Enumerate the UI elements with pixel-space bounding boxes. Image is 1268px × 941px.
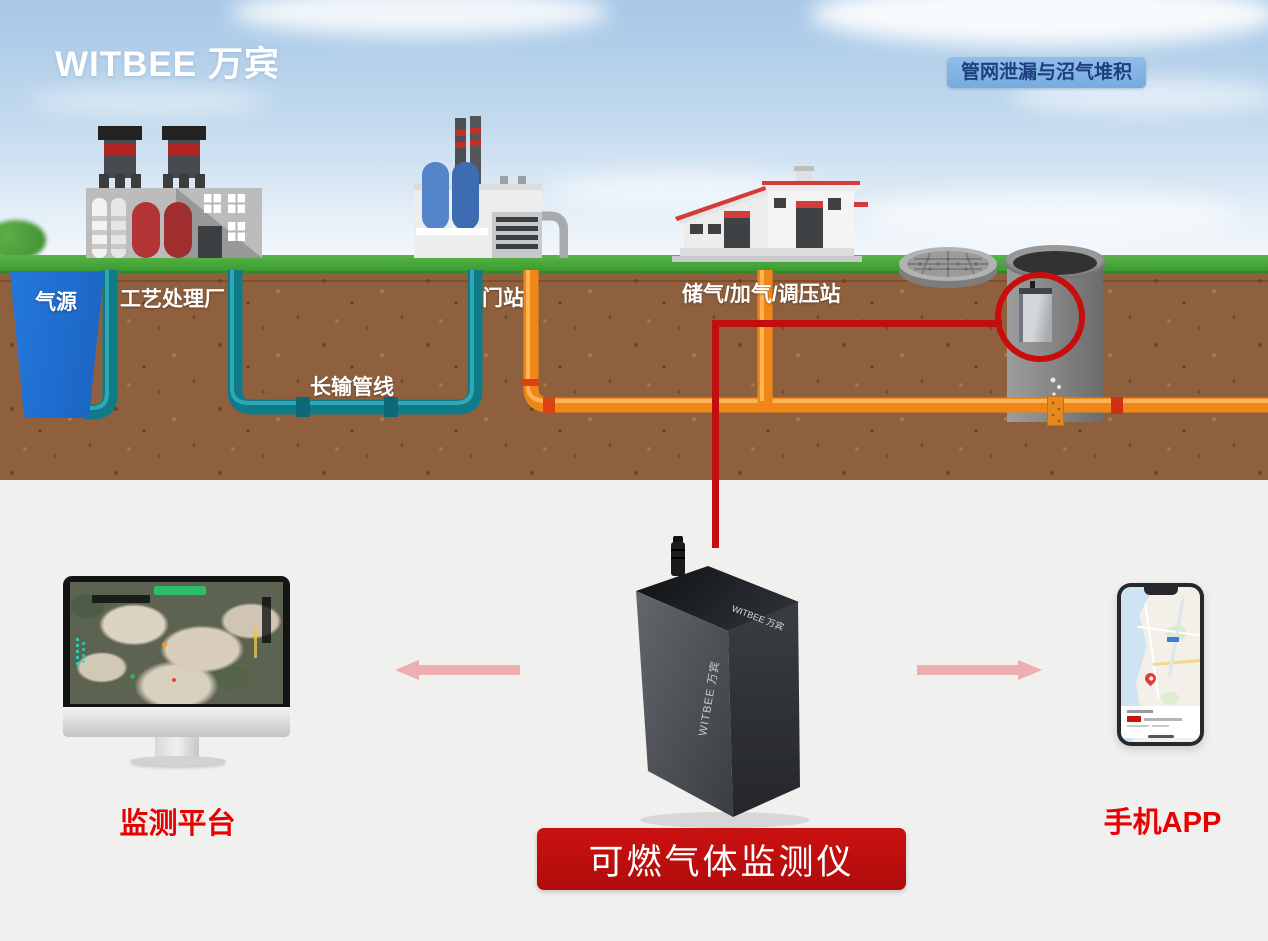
scenario-badge: 管网泄漏与沼气堆积 [947,57,1147,88]
card-text-bar [1127,725,1149,727]
monitor-stand-neck [155,737,199,757]
map-road [1136,626,1200,637]
phone-screen-map [1121,587,1200,742]
label-long-pipeline: 长输管线 [310,376,394,399]
manhole-cover [899,247,997,288]
pipe-valves [522,379,1123,414]
arrow-right-icon [917,660,1042,680]
label-process-plant: 工艺处理厂 [120,288,225,311]
screen-badge [154,586,206,595]
monitor-chin [63,707,290,737]
cloud [860,192,1240,238]
bush-illustration [0,220,46,260]
cloud [810,0,1268,46]
chimney-left [98,126,142,188]
screen-toolbar [92,595,150,603]
earth-layer-line [0,280,1268,282]
brand-logo: WITBEE 万宾 [55,45,280,84]
card-alert-badge [1127,716,1141,722]
highlight-circle [995,272,1085,362]
process-plant-illustration [86,126,262,258]
arrow-left-icon [395,660,520,680]
device-antenna [671,536,685,576]
source-pipe-teal [84,270,118,420]
screen-marker [172,678,176,682]
screen-marker [130,674,135,679]
screen-indicator [76,638,79,666]
pipeline-network [84,270,1268,420]
app-label: 手机APP [1103,807,1222,839]
cloud [30,86,270,116]
card-title-bar [1127,710,1153,713]
device-name-banner: 可燃气体监测仪 [537,828,906,890]
map-label-chip [1166,636,1179,642]
phone-illustration [1117,583,1204,746]
screen-indicator [82,642,85,666]
distribution-pipe-orange [523,270,1268,413]
map-road [1152,659,1200,667]
storage-station-illustration [672,166,868,262]
gas-monitor-device-illustration: WITBEE 万宾 WITBEE 万宾 [636,536,810,828]
platform-label: 监测平台 [119,808,236,840]
card-text-bar [1152,725,1169,727]
gas-source-tank [10,272,104,418]
pipe-junction-box [1047,396,1064,426]
monitor-stand-base [130,756,226,766]
cloud [230,0,610,36]
gas-leak-marks [1048,376,1064,398]
phone-notch [1144,587,1178,595]
gate-station-illustration [414,116,568,258]
monitor-illustration [63,576,290,707]
connector-line-horizontal [712,320,1002,327]
label-gate-station: 门站 [482,287,524,310]
card-text-bar [1144,717,1182,721]
label-storage-station: 储气/加气/调压站 [682,283,841,306]
monitor-screen-map [70,582,283,704]
chimney-right [162,126,206,188]
phone-home-indicator [1148,735,1174,738]
phone-info-card [1121,706,1200,738]
screen-indicator [254,628,257,658]
label-gas-source: 气源 [35,291,77,314]
connector-line-vertical [712,320,719,548]
screen-marker [162,642,167,647]
screen-side-panel [262,597,271,643]
